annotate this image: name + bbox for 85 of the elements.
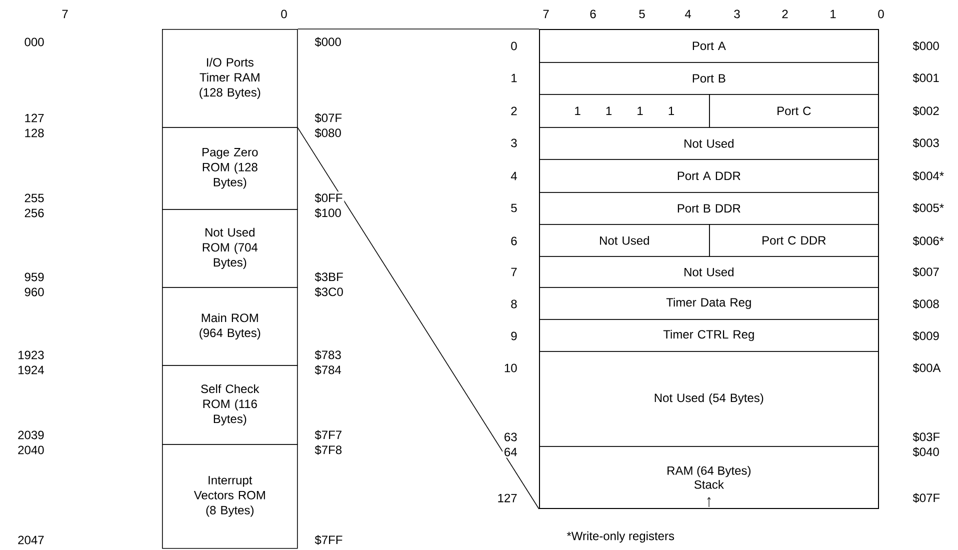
address-label: 1923	[16, 349, 46, 361]
bit-number: 6	[588, 8, 598, 20]
address-label: $005*	[911, 202, 946, 214]
address-label: $008	[911, 298, 941, 310]
address-label: $03F	[911, 430, 942, 444]
address-label: 64	[502, 446, 519, 458]
address-label: $07F	[911, 492, 942, 504]
address-label: 960	[22, 286, 46, 298]
register-cell: Not Used (54 Bytes)	[539, 351, 879, 447]
register-cell: RAM (64 Bytes) Stack	[539, 446, 879, 509]
address-label: $0FF	[313, 192, 344, 204]
address-label: $07F	[313, 112, 344, 124]
register-cell: Not Used	[539, 127, 879, 160]
address-label: 0	[509, 40, 519, 52]
address-label: 1924	[16, 364, 46, 376]
memory-block: I/O Ports Timer RAM (128 Bytes)	[162, 29, 298, 128]
address-label: $784	[313, 364, 343, 376]
register-cell: Timer CTRL Reg	[539, 319, 879, 352]
address-label: $001	[911, 72, 941, 84]
bit-number: 2	[780, 8, 790, 20]
address-label: 2	[509, 105, 519, 117]
address-label: $3C0	[313, 286, 345, 298]
address-label: 9	[509, 330, 519, 342]
address-label: $003	[911, 136, 941, 150]
address-label: 128	[22, 127, 46, 139]
register-cell: Port C DDR	[709, 224, 879, 257]
address-label: $007	[911, 266, 941, 278]
address-label: 10	[502, 362, 519, 374]
address-label: 127	[496, 492, 519, 504]
address-label: $7F8	[313, 444, 344, 456]
memory-block: Self Check ROM (116 Bytes)	[162, 365, 298, 445]
register-cell: Port C	[709, 94, 879, 128]
register-cell: Timer Data Reg	[539, 287, 879, 320]
bit-number: 3	[732, 8, 742, 20]
register-cell: Port A	[539, 29, 879, 63]
register-cell: Port B DDR	[539, 192, 879, 225]
memory-block: Not Used ROM (704 Bytes)	[162, 209, 298, 288]
address-label: 2047	[16, 534, 46, 546]
address-label: 4	[509, 170, 519, 182]
address-label: $783	[313, 348, 343, 362]
address-label: $080	[313, 126, 343, 140]
zoom-line	[297, 127, 540, 510]
address-label: $002	[911, 104, 941, 118]
address-label: $7FF	[313, 534, 344, 546]
address-label: $000	[911, 40, 941, 52]
register-cell: Port B	[539, 62, 879, 95]
address-label: 1	[509, 72, 519, 84]
register-cell: Not Used	[539, 256, 879, 288]
address-label: $100	[313, 206, 343, 220]
bit-number: 4	[683, 8, 693, 20]
bit-number: 0	[876, 8, 886, 20]
register-cell: 1 1 1 1	[539, 94, 710, 128]
bit-number: 7	[60, 8, 70, 20]
address-label: $040	[911, 446, 941, 458]
address-label: 3	[509, 137, 519, 149]
memory-block: Page Zero ROM (128 Bytes)	[162, 127, 298, 210]
address-label: 6	[509, 235, 519, 247]
bit-number: 5	[637, 8, 647, 20]
address-label: $00A	[911, 362, 942, 374]
address-label: 255	[22, 192, 46, 204]
address-label: $004*	[911, 170, 946, 182]
register-cell: Not Used	[539, 224, 710, 257]
address-label: 63	[502, 431, 519, 443]
address-label: 256	[22, 207, 46, 219]
address-label: $3BF	[313, 270, 345, 284]
memory-block: Main ROM (964 Bytes)	[162, 287, 298, 366]
footnote: *Write-only registers	[565, 530, 676, 544]
zoom-line	[297, 28, 540, 30]
address-label: 2039	[16, 429, 46, 441]
address-label: $000	[313, 36, 343, 48]
address-label: $006*	[911, 234, 946, 248]
bit-number: 7	[541, 8, 551, 20]
address-label: $7F7	[313, 428, 344, 442]
address-label: 959	[22, 271, 46, 283]
address-label: 8	[509, 298, 519, 310]
address-label: 000	[22, 36, 46, 48]
address-label: $009	[911, 330, 941, 342]
memory-block: Interrupt Vectors ROM (8 Bytes)	[162, 444, 298, 549]
register-cell: Port A DDR	[539, 159, 879, 193]
address-label: 2040	[16, 444, 46, 456]
bit-number: 0	[279, 8, 289, 20]
address-label: 5	[509, 202, 519, 214]
address-label: 7	[509, 266, 519, 278]
address-label: 127	[22, 112, 46, 124]
bit-number: 1	[828, 8, 838, 20]
